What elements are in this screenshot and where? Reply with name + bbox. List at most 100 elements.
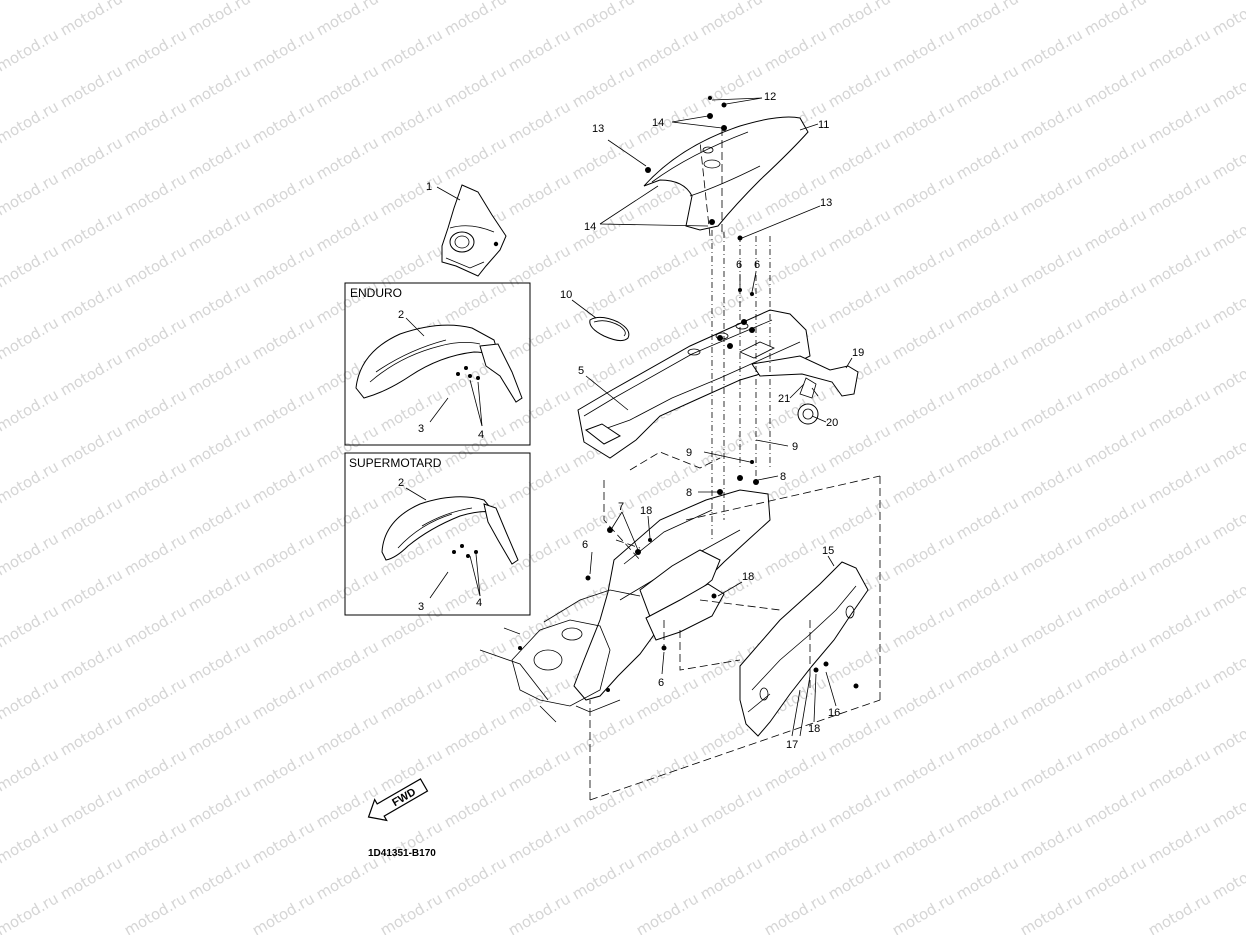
callout-4-enduro: 4 — [478, 429, 484, 441]
watermark-text: motod.ru — [441, 61, 510, 111]
watermark-text: motod.ru — [1081, 61, 1150, 111]
watermark-text: motod.ru — [57, 637, 126, 687]
callout-13-right: 13 — [820, 197, 832, 209]
watermark-text: motod.ru — [1081, 421, 1150, 471]
watermark-text: motod.ru — [1081, 637, 1150, 687]
headlight-cover — [441, 184, 507, 277]
supermotard-box: SUPERMOTARD — [344, 452, 531, 616]
callout-3-enduro: 3 — [418, 423, 424, 435]
watermark-text: motod.ru — [185, 205, 254, 255]
callout-16: 16 — [828, 707, 840, 719]
watermark-text: motod.ru — [889, 169, 958, 219]
callout-6-left: 6 — [582, 539, 588, 551]
watermark-text: motod.ru — [249, 601, 318, 651]
callout-18-top: 18 — [640, 505, 652, 517]
watermark-text: motod.ru — [313, 277, 382, 327]
watermark-text: motod.ru — [505, 817, 574, 867]
watermark-text: motod.ru — [1209, 709, 1246, 759]
watermark-text: motod.ru — [953, 493, 1022, 543]
watermark-text: motod.ru — [249, 745, 318, 795]
watermark-text: motod.ru — [1209, 493, 1246, 543]
watermark-text: motod.ru — [1017, 889, 1086, 935]
watermark-text: motod.ru — [377, 97, 446, 147]
watermark-text: motod.ru — [825, 277, 894, 327]
watermark-text: motod.ru — [1209, 565, 1246, 615]
callout-6-top-right: 6 — [754, 259, 760, 271]
watermark-text: motod.ru — [121, 889, 190, 935]
watermark-text: motod.ru — [1081, 709, 1150, 759]
watermark-text: motod.ru — [1145, 169, 1214, 219]
watermark-text: motod.ru — [505, 601, 574, 651]
watermark-text: motod.ru — [1017, 385, 1086, 435]
watermark-text: motod.ru — [441, 0, 510, 39]
watermark-text: motod.ru — [121, 457, 190, 507]
watermark-text: motod.ru — [0, 385, 62, 435]
watermark-text: motod.ru — [377, 889, 446, 935]
watermark-text: motod.ru — [121, 0, 190, 3]
callout-15: 15 — [822, 545, 834, 557]
watermark-text: motod.ru — [1145, 313, 1214, 363]
watermark-text: motod.ru — [185, 421, 254, 471]
watermark-text: motod.ru — [633, 97, 702, 147]
watermark-text: motod.ru — [121, 313, 190, 363]
watermark-text: motod.ru — [761, 457, 830, 507]
watermark-text: motod.ru — [953, 61, 1022, 111]
watermark-text: motod.ru — [313, 853, 382, 903]
watermark-text: motod.ru — [57, 0, 126, 39]
watermark-text: motod.ru — [761, 889, 830, 935]
watermark-text: motod.ru — [1017, 457, 1086, 507]
watermark-text: motod.ru — [313, 565, 382, 615]
watermark-text: motod.ru — [313, 709, 382, 759]
watermark-text: motod.ru — [889, 25, 958, 75]
watermark-text: motod.ru — [697, 853, 766, 903]
watermark-text: motod.ru — [953, 709, 1022, 759]
watermark-text: motod.ru — [121, 385, 190, 435]
gasket — [589, 316, 630, 342]
rear-fender — [643, 116, 809, 231]
watermark-text: motod.ru — [697, 61, 766, 111]
watermark-text: motod.ru — [1209, 349, 1246, 399]
callout-4-supermotard: 4 — [476, 597, 482, 609]
watermark-text: motod.ru — [185, 61, 254, 111]
watermark-text: motod.ru — [761, 25, 830, 75]
watermark-text: motod.ru — [1081, 205, 1150, 255]
watermark-text: motod.ru — [1017, 529, 1086, 579]
watermark-text: motod.ru — [889, 817, 958, 867]
watermark-text: motod.ru — [1145, 457, 1214, 507]
watermark-text: motod.ru — [953, 133, 1022, 183]
watermark-text: motod.ru — [953, 205, 1022, 255]
watermark-text: motod.ru — [953, 637, 1022, 687]
watermark-text: motod.ru — [0, 745, 62, 795]
callout-18-middle: 18 — [742, 571, 754, 583]
watermark-text: motod.ru — [633, 745, 702, 795]
watermark-text: motod.ru — [185, 0, 254, 39]
watermark-text: motod.ru — [569, 205, 638, 255]
watermark-text: motod.ru — [889, 385, 958, 435]
watermark-text: motod.ru — [1145, 745, 1214, 795]
watermark-text: motod.ru — [0, 673, 62, 723]
rear-bracket — [751, 355, 859, 425]
watermark-text: motod.ru — [1209, 637, 1246, 687]
callout-20: 20 — [826, 417, 838, 429]
watermark-text: motod.ru — [505, 0, 574, 3]
leader-lines — [405, 97, 853, 737]
callout-11: 11 — [818, 119, 829, 131]
watermark-text: motod.ru — [1209, 781, 1246, 831]
watermark-text: motod.ru — [1081, 349, 1150, 399]
watermark-text: motod.ru — [57, 781, 126, 831]
watermark-text: motod.ru — [825, 781, 894, 831]
callout-2-enduro: 2 — [398, 309, 404, 321]
watermark-text: motod.ru — [633, 817, 702, 867]
watermark-text: motod.ru — [1145, 889, 1214, 935]
watermark-text: motod.ru — [953, 853, 1022, 903]
watermark-text: motod.ru — [1209, 133, 1246, 183]
watermark-text: motod.ru — [441, 637, 510, 687]
callout-14-top: 14 — [652, 117, 664, 129]
watermark-text: motod.ru — [633, 673, 702, 723]
watermark-text: motod.ru — [1145, 673, 1214, 723]
watermark-text: motod.ru — [569, 61, 638, 111]
watermark-text: motod.ru — [0, 25, 62, 75]
watermark-text: motod.ru — [249, 817, 318, 867]
watermark-text: motod.ru — [1017, 241, 1086, 291]
watermark-text: motod.ru — [313, 133, 382, 183]
